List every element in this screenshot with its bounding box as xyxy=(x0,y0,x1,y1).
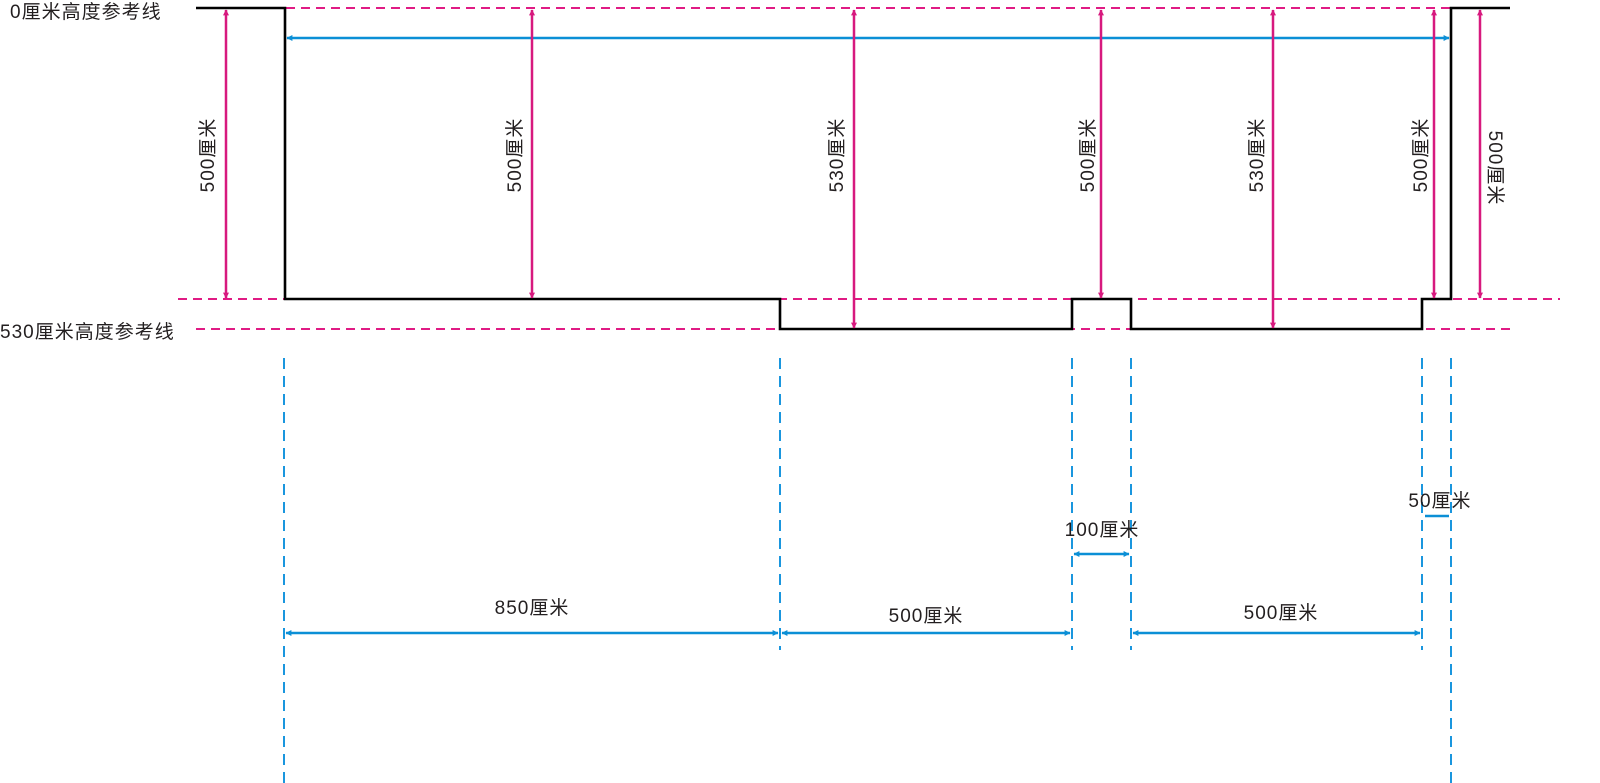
top-reference-label: 0厘米高度参考线 xyxy=(10,1,162,23)
vertical-dim-label: 500厘米 xyxy=(504,118,526,193)
horizontal-dim-label: 50厘米 xyxy=(1408,490,1471,512)
vertical-dim-label: 500厘米 xyxy=(197,118,219,193)
vertical-dim-label: 500厘米 xyxy=(1484,131,1506,206)
horizontal-dim-label: 500厘米 xyxy=(889,605,964,627)
guide-lines xyxy=(283,358,1452,783)
vertical-dim-label: 530厘米 xyxy=(1246,118,1268,193)
vertical-dim-label: 500厘米 xyxy=(1410,118,1432,193)
horizontal-dim-label: 100厘米 xyxy=(1065,519,1140,541)
vertical-dim-label: 500厘米 xyxy=(1077,118,1099,193)
horizontal-dimensions xyxy=(285,514,1449,636)
stage-profile xyxy=(196,6,1510,331)
vertical-dim-label: 530厘米 xyxy=(826,118,848,193)
vertical-dimensions xyxy=(223,9,1483,329)
horizontal-dim-label: 850厘米 xyxy=(495,597,570,619)
horizontal-dim-label: 500厘米 xyxy=(1244,602,1319,624)
bottom-reference-label: 530厘米高度参考线 xyxy=(0,321,175,343)
